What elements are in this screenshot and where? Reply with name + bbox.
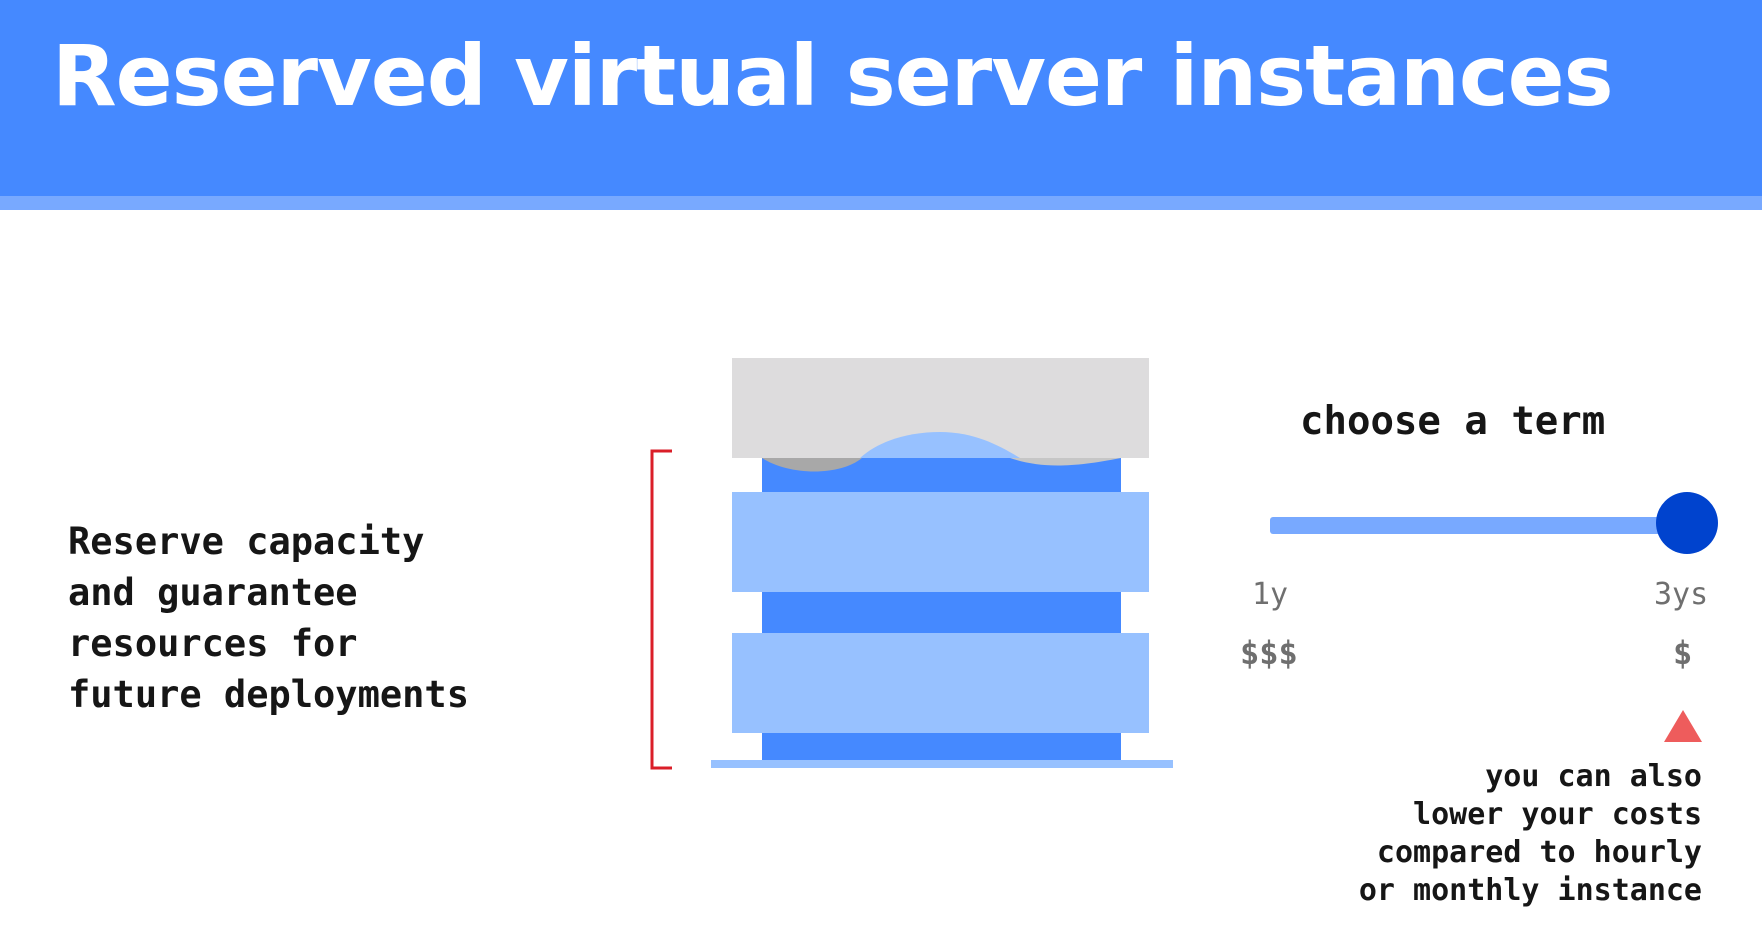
server-top-slab	[732, 358, 1149, 458]
server-slab	[732, 492, 1149, 592]
bracket-icon	[650, 449, 672, 770]
description-line: future deployments	[68, 673, 469, 716]
server-shadow	[762, 458, 862, 472]
server-slab	[732, 633, 1149, 733]
page-title: Reserved virtual server instances	[52, 27, 1614, 125]
price-high-label: $$$	[1240, 634, 1298, 672]
note-line: you can also	[1485, 759, 1702, 794]
title-banner-stripe	[0, 196, 1762, 210]
note-line: lower your costs	[1413, 797, 1702, 832]
slider-thumb[interactable]	[1656, 492, 1718, 554]
title-banner: Reserved virtual server instances	[0, 0, 1762, 196]
term-slider[interactable]	[1268, 490, 1718, 560]
term-max-label: 3ys	[1654, 577, 1709, 612]
term-min-label: 1y	[1252, 577, 1289, 612]
price-low-label: $	[1673, 634, 1693, 672]
cost-note: you can also lower your costs compared t…	[1359, 758, 1702, 910]
term-heading: choose a term	[1300, 399, 1606, 444]
server-stack-icon	[762, 452, 1121, 762]
server-lid	[860, 432, 1020, 458]
note-line: compared to hourly	[1376, 835, 1702, 870]
description-line: Reserve capacity	[68, 520, 425, 563]
server-shadow	[1010, 458, 1121, 466]
slider-track[interactable]	[1270, 517, 1690, 534]
description-line: resources for	[68, 622, 358, 665]
triangle-icon	[1664, 710, 1702, 742]
description-text: Reserve capacity and guarantee resources…	[68, 516, 469, 720]
note-line: or monthly instance	[1358, 873, 1702, 908]
server-base	[711, 760, 1173, 768]
description-line: and guarantee	[68, 571, 358, 614]
